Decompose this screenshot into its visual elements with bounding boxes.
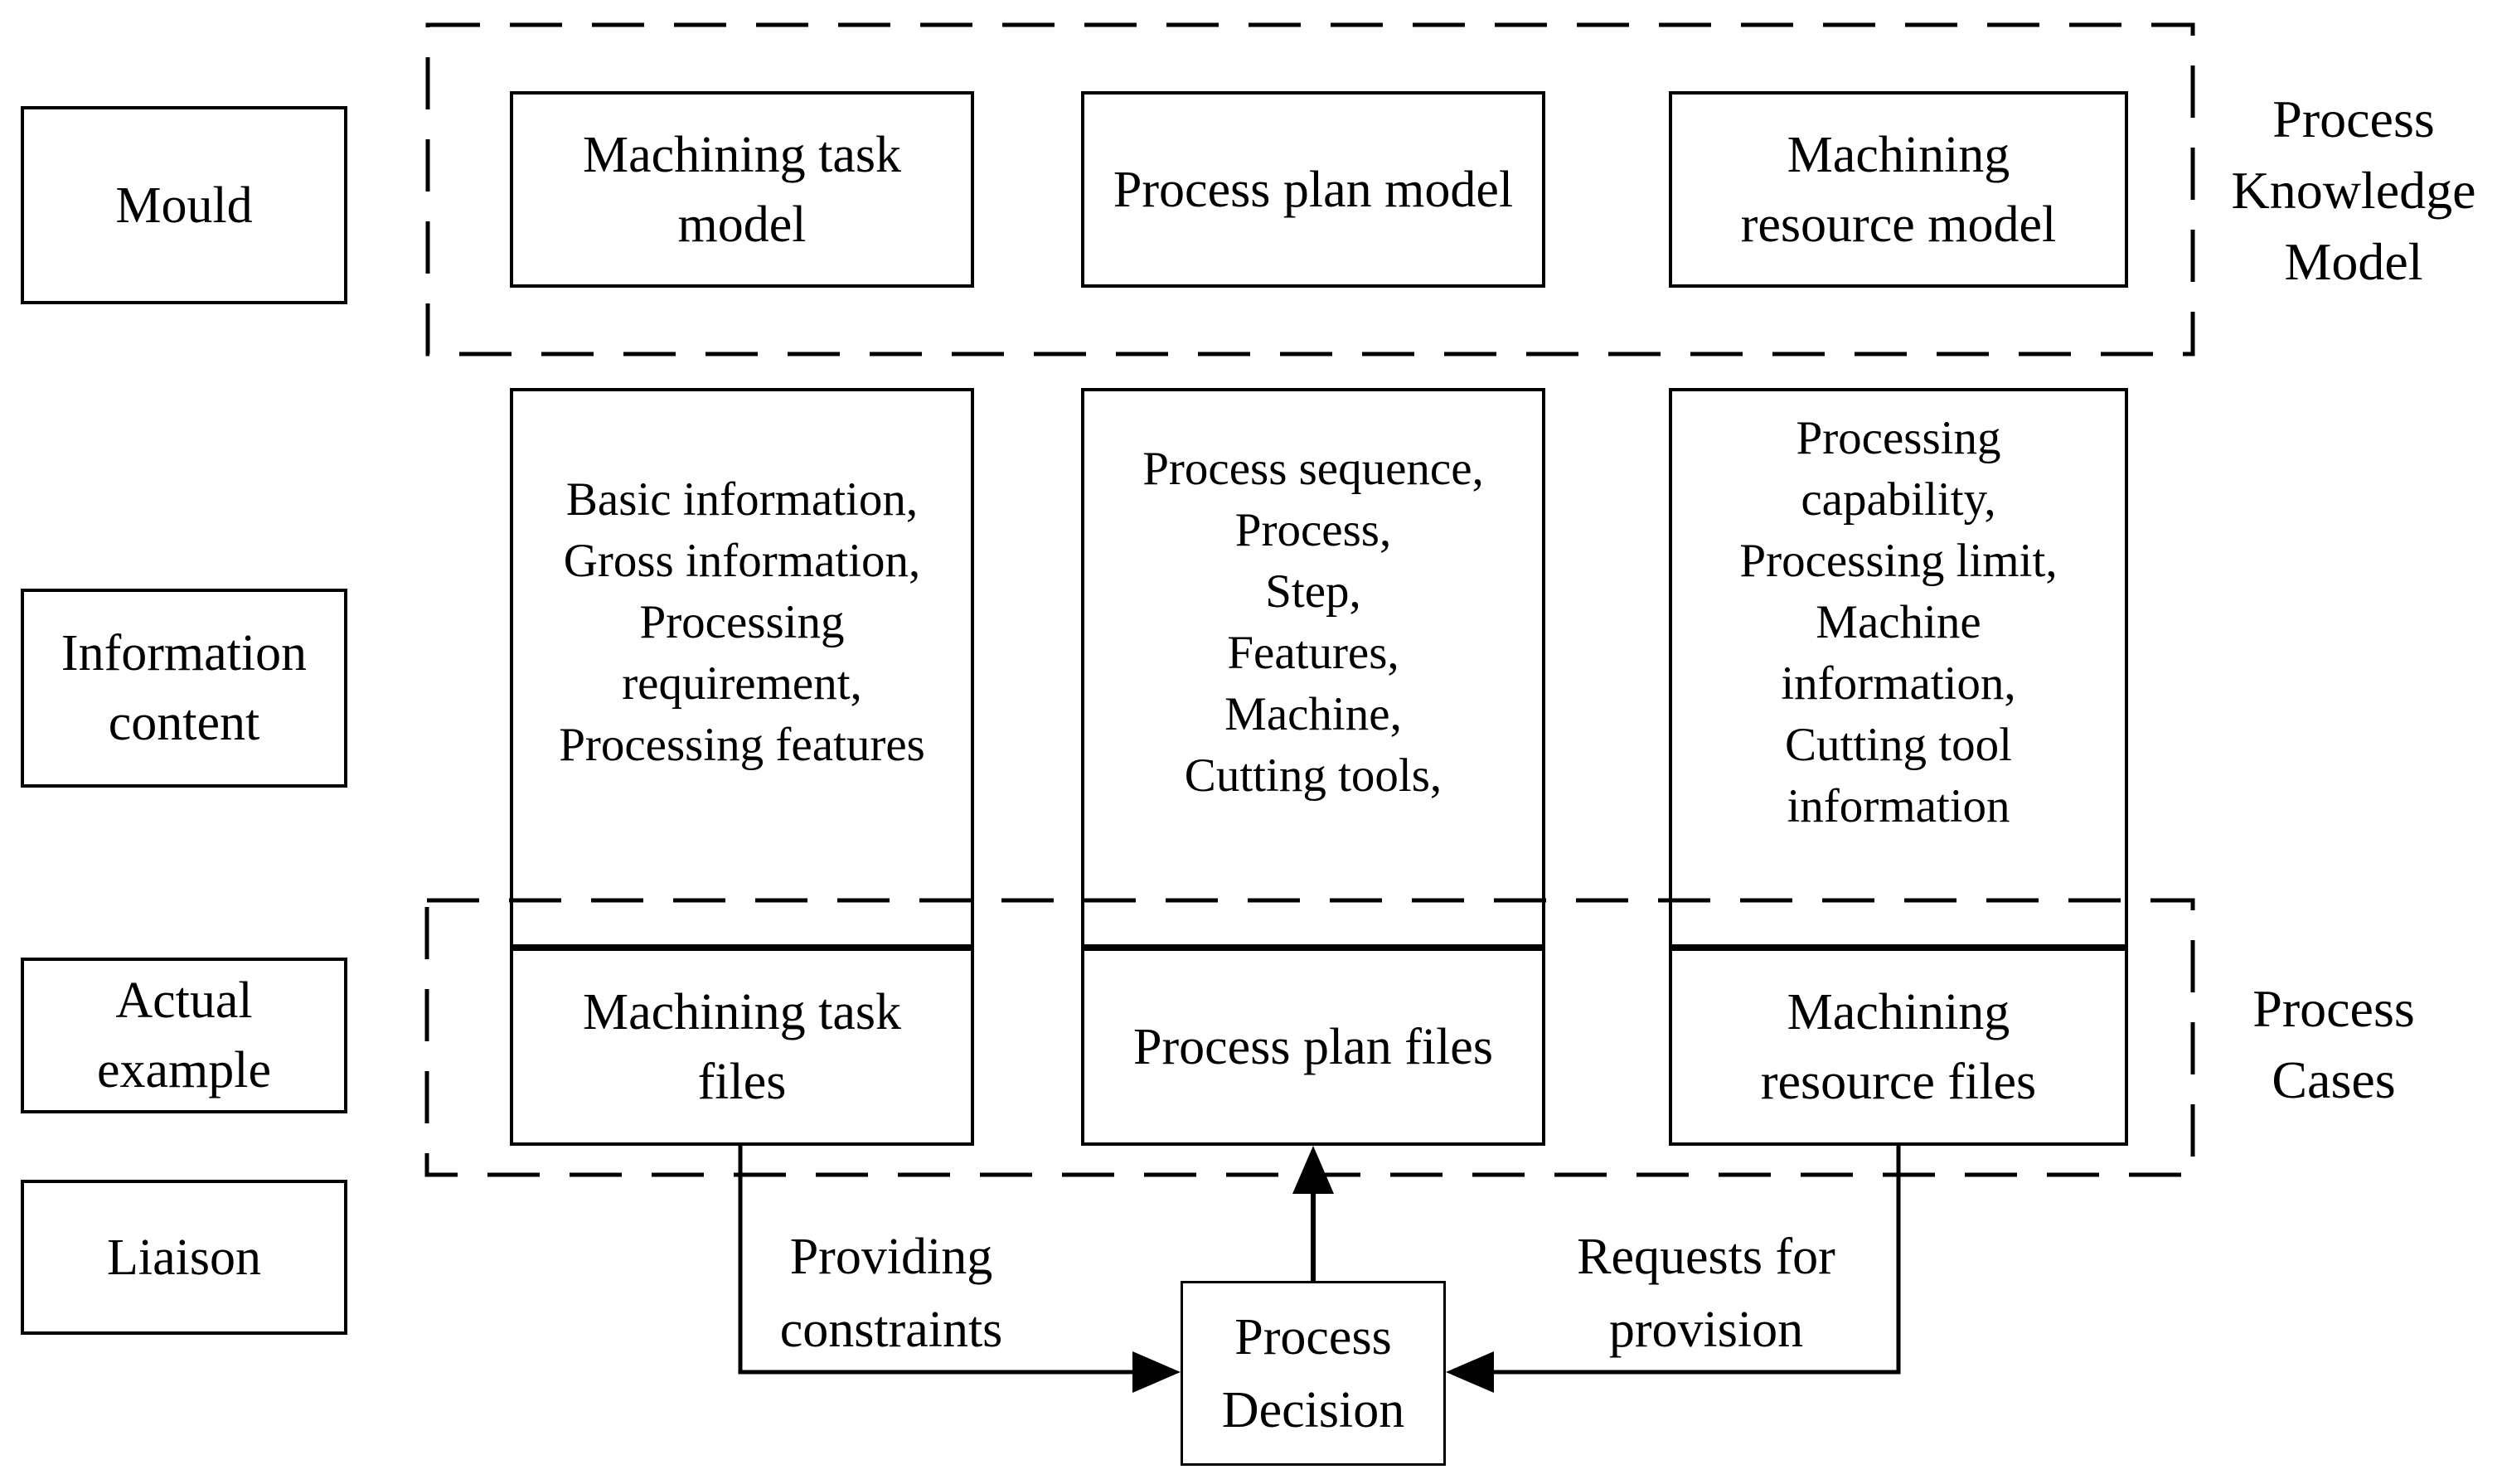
process-knowledge-model-dashed-frame <box>425 22 2195 356</box>
information-content-plan-box: Process sequence, Process, Step, Feature… <box>1081 388 1545 948</box>
process-decision-box: Process Decision <box>1181 1281 1446 1466</box>
information-content-task-box: Basic information, Gross information, Pr… <box>510 388 974 948</box>
machining-resource-files-box: Machining resource files <box>1669 948 2128 1146</box>
providing-constraints-arrow-line <box>738 1146 1171 1375</box>
process-knowledge-model-label: Process Knowledge Model <box>2231 90 2476 291</box>
process-plan-model-box: Process plan model <box>1081 91 1545 288</box>
process-plan-files-box: Process plan files <box>1081 948 1545 1146</box>
machining-resource-model-box: Machining resource model <box>1669 91 2128 288</box>
requests-provision-arrowhead-icon <box>1446 1351 1494 1393</box>
row-label-information-content: Information content <box>21 589 347 788</box>
requests-provision-arrow-line <box>1456 1146 1901 1375</box>
process-cases-label: Process Cases <box>2252 979 2415 1109</box>
row-label-liaison: Liaison <box>21 1180 347 1335</box>
requests-for-provision-label: Requests for provision <box>1577 1229 1835 1358</box>
machining-task-model-box: Machining task model <box>510 91 974 288</box>
decision-to-plan-arrowhead-icon <box>1292 1146 1334 1194</box>
machining-task-files-box: Machining task files <box>510 948 974 1146</box>
information-content-resource-box: Processing capability, Processing limit,… <box>1669 388 2128 948</box>
providing-constraints-label: Providing constraints <box>779 1229 1003 1358</box>
providing-constraints-arrowhead-icon <box>1132 1351 1181 1393</box>
row-label-actual-example: Actual example <box>21 958 347 1113</box>
row-label-mould: Mould <box>21 106 347 304</box>
